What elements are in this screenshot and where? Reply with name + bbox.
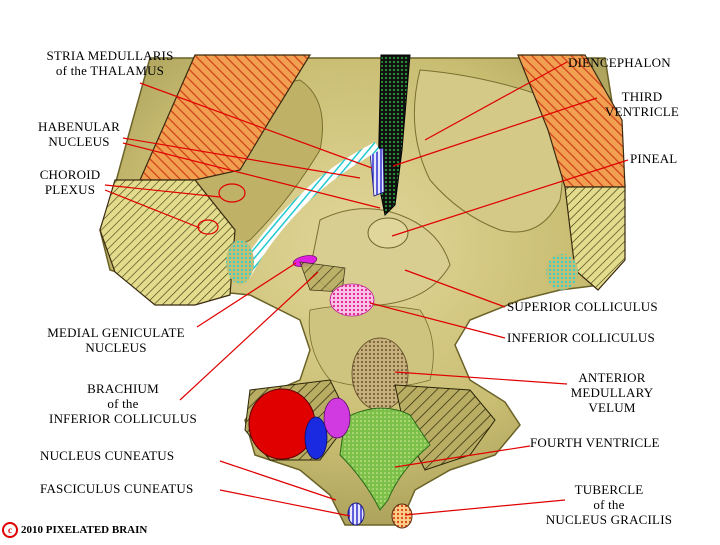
leader-choroid-a [104,184,221,198]
nucleus-cuneatus [248,388,316,460]
gracilis-region [323,397,351,439]
leader-diencephalon [424,61,568,141]
copyright-text: 2010 PIXELATED BRAIN [21,524,148,536]
label-choroid-plexus: CHOROID PLEXUS [39,167,101,197]
leader-nucleus-cuneatus [219,460,337,501]
leader-pineal [391,159,629,237]
copyright-icon: c [2,522,18,538]
leader-third-ventricle [392,97,598,167]
choroid-plexus-left [226,240,254,284]
leader-velum [394,371,568,385]
choroid-ring-1 [218,183,246,203]
label-inferior-colliculus: INFERIOR COLLICULUS [507,330,655,345]
label-habenular-nucleus: HABENULAR NUCLEUS [38,119,120,149]
leader-fasciculus-cuneatus [219,489,351,517]
leader-habenular-a [122,137,361,179]
leader-medial-geniculate [196,262,297,328]
leader-choroid-b [104,189,201,229]
leader-habenular-b [122,142,381,209]
label-superior-colliculus: SUPERIOR COLLICULUS [507,299,658,314]
label-fourth-ventricle: FOURTH VENTRICLE [530,435,660,450]
label-diencephalon: DIENCEPHALON [568,55,671,70]
label-tubercle-gracilis: TUBERCLE of the NUCLEUS GRACILIS [545,482,673,527]
fasciculus-cuneatus-tip [347,502,365,526]
label-third-ventricle: THIRD VENTRICLE [604,89,679,119]
fasciculus-cuneatus [304,416,328,460]
label-nucleus-cuneatus: NUCLEUS CUNEATUS [40,448,175,463]
label-medial-geniculate: MEDIAL GENICULATE NUCLEUS [47,325,185,355]
choroid-plexus-right [546,254,578,290]
tubercle-gracilis-tip [391,503,413,529]
right-thalamus-fold [413,69,563,233]
label-stria-medullaris: STRIA MEDULLARIS of the THALAMUS [46,48,174,78]
left-cut-yellow [99,179,236,306]
copyright-notice: c 2010 PIXELATED BRAIN [2,522,147,538]
inferior-colliculus [329,283,375,317]
leader-lines [104,61,629,517]
leader-stria [139,82,373,169]
leader-superior-colliculus [404,269,506,308]
right-cut-yellow [564,186,626,291]
leader-inferior-colliculus [369,302,506,339]
leader-brachium [179,271,319,401]
label-anterior-medullary-velum: ANTERIOR MEDULLARY VELUM [570,370,654,415]
label-brachium: BRACHIUM of the INFERIOR COLLICULUS [49,381,197,426]
pineal-gland [367,217,409,249]
label-fasciculus-cuneatus: FASCICULUS CUNEATUS [40,481,194,496]
leader-fourth-ventricle [394,445,531,468]
leader-tubercle [404,499,566,516]
fourth-ventricle [339,407,431,511]
label-pineal: PINEAL [630,151,678,166]
